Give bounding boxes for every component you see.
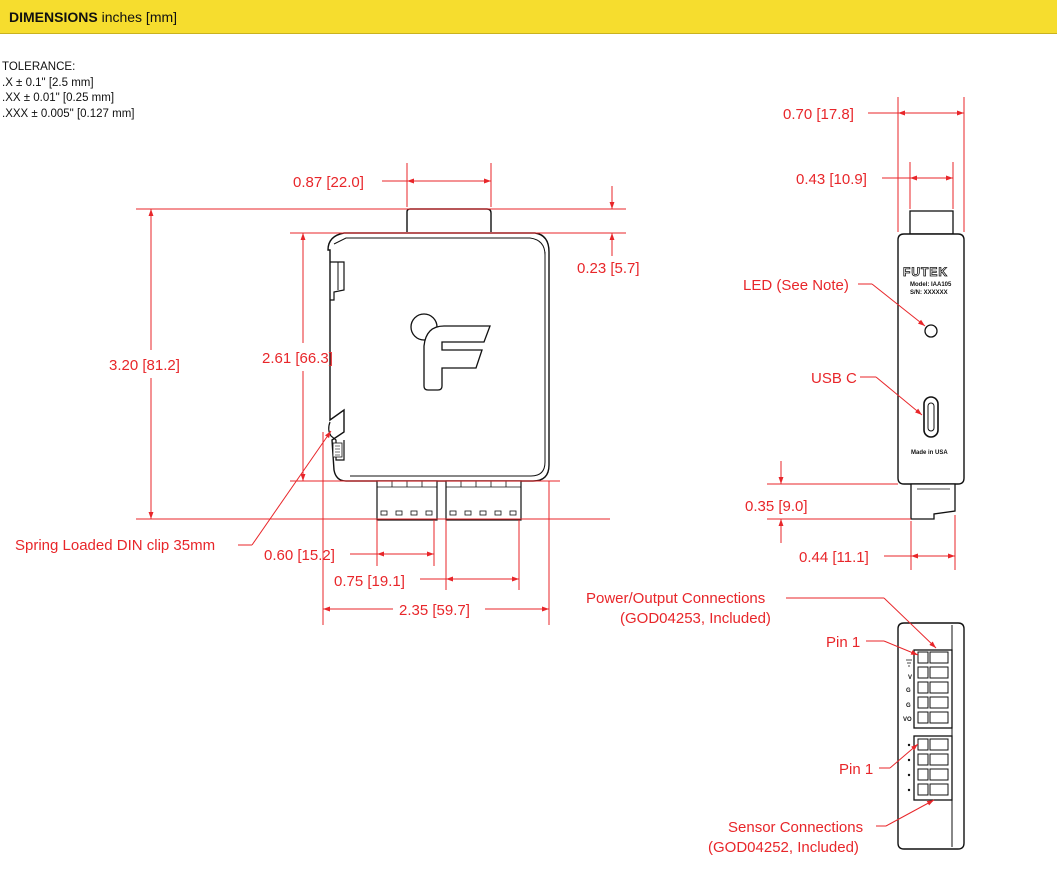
side-serial: S/N: XXXXXX [910, 290, 948, 296]
power-connector [906, 649, 953, 729]
side-brand: FUTEK [903, 265, 948, 279]
callout-din-clip: Spring Loaded DIN clip 35mm [15, 537, 215, 554]
dim-connector-depth: 0.44 [11.1] [799, 549, 869, 566]
callout-usb: USB C [811, 370, 857, 387]
din-clip-upper [330, 261, 345, 301]
tolerance-line-2: .XX ± 0.01" [0.25 mm] [2, 92, 115, 104]
tolerance-line-3: .XXX ± 0.005" [0.127 mm] [2, 107, 135, 120]
header-bar: DIMENSIONS inches [mm] [0, 0, 1057, 34]
pin-mark-vo: VO [903, 717, 912, 723]
sensor-connector [907, 735, 953, 801]
pin-mark-g2: G [906, 703, 911, 709]
front-terminal-block-right [445, 480, 522, 521]
side-model: Model: IAA105 [910, 282, 952, 288]
tolerance-line-1: .X ± 0.1" [2.5 mm] [2, 76, 94, 89]
pin-mark-v: V [908, 675, 912, 681]
callout-led: LED (See Note) [743, 277, 849, 294]
dim-body-height: 2.61 [66.3] [262, 350, 333, 367]
side-top-tab [909, 210, 954, 235]
side-view: FUTEK Model: IAA105 S/N: XXXXXX Made in … [743, 97, 965, 570]
header-title-text: DIMENSIONS [9, 9, 98, 25]
front-top-tab [406, 208, 492, 232]
tolerance-block: TOLERANCE: .X ± 0.1" [2.5 mm] .XX ± 0.01… [2, 60, 135, 122]
front-terminal-block-left [376, 480, 438, 521]
dim-top-tab-height: 0.23 [5.7] [577, 260, 640, 277]
callout-sensor-line2: (GOD04252, Included) [708, 839, 859, 856]
tolerance-title: TOLERANCE: [2, 61, 76, 73]
callout-power-line1: Power/Output Connections [586, 590, 765, 607]
futek-logo [410, 313, 491, 391]
dim-overall-depth: 0.70 [17.8] [783, 106, 854, 123]
pin-mark-g1: G [906, 688, 911, 694]
dim-connector-height: 0.35 [9.0] [745, 498, 808, 515]
side-made-in: Made in USA [911, 450, 948, 456]
dim-terminal-span: 0.75 [19.1] [334, 573, 405, 590]
callout-pin1-top: Pin 1 [826, 634, 860, 651]
bottom-view: V G G VO Po [586, 590, 965, 856]
side-body [897, 233, 965, 485]
header-title: DIMENSIONS inches [mm] [9, 9, 177, 25]
dim-overall-width: 2.35 [59.7] [399, 602, 470, 619]
led-indicator [924, 324, 938, 338]
dim-tab-depth: 0.43 [10.9] [796, 171, 867, 188]
callout-sensor-line1: Sensor Connections [728, 819, 863, 836]
dim-top-tab-width: 0.87 [22.0] [293, 174, 364, 191]
dim-terminal-pitch: 0.60 [15.2] [264, 547, 335, 564]
header-units: inches [mm] [101, 9, 178, 25]
callout-pin1-bottom: Pin 1 [839, 761, 873, 778]
front-view: 0.87 [22.0] 0.23 [5.7] 3.20 [81.2] 2.61 … [15, 163, 640, 625]
dim-overall-height: 3.20 [81.2] [109, 357, 180, 374]
callout-power-line2: (GOD04253, Included) [620, 610, 771, 627]
